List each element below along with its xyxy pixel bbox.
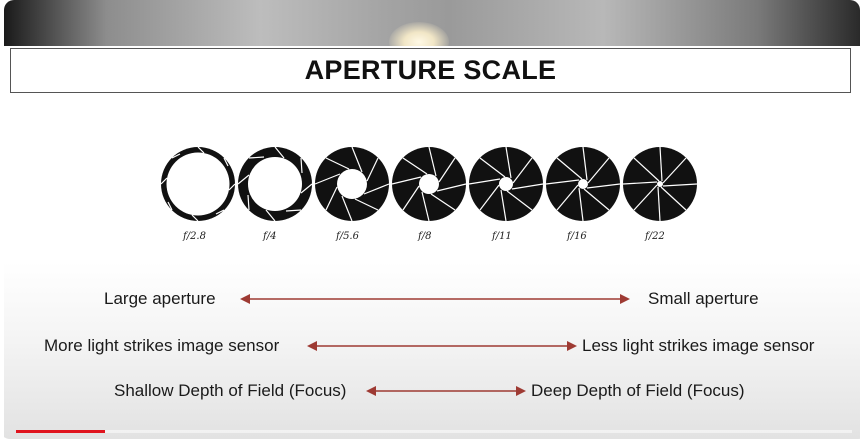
stop-label-f11: f/11: [492, 231, 512, 242]
aperture-f5-6: [314, 146, 390, 222]
progress-track[interactable]: [16, 430, 852, 433]
more-light-label: More light strikes image sensor: [44, 336, 280, 355]
shallow-dof-label: Shallow Depth of Field (Focus): [114, 381, 347, 400]
double-arrow-3: [366, 386, 526, 396]
aperture-f22: [622, 146, 698, 222]
aperture-f16: [545, 146, 621, 222]
background-photo: [4, 0, 860, 46]
small-aperture-label: Small aperture: [648, 289, 759, 308]
double-arrow-2: [307, 341, 577, 351]
deep-dof-label: Deep Depth of Field (Focus): [531, 381, 745, 400]
stop-label-f5-6: f/5.6: [336, 231, 359, 242]
stop-label-f2-8: f/2.8: [183, 231, 206, 242]
progress-fill[interactable]: [16, 430, 105, 433]
aperture-f11: [468, 146, 544, 222]
stop-label-f22: f/22: [645, 231, 665, 242]
aperture-f2-8: [160, 146, 236, 222]
aperture-f4: [237, 146, 313, 222]
aperture-diagram: [160, 146, 698, 222]
stop-label-f8: f/8: [418, 231, 432, 242]
large-aperture-label: Large aperture: [104, 289, 216, 308]
slide-title: APERTURE SCALE: [304, 55, 557, 85]
double-arrow-1: [240, 294, 630, 304]
less-light-label: Less light strikes image sensor: [582, 336, 815, 355]
slide-title-box: APERTURE SCALE: [10, 48, 851, 93]
stop-label-f4: f/4: [263, 231, 277, 242]
aperture-f8: [391, 146, 467, 222]
slide-area: [4, 46, 860, 439]
light-glow: [389, 22, 449, 46]
stop-label-f16: f/16: [567, 231, 587, 242]
